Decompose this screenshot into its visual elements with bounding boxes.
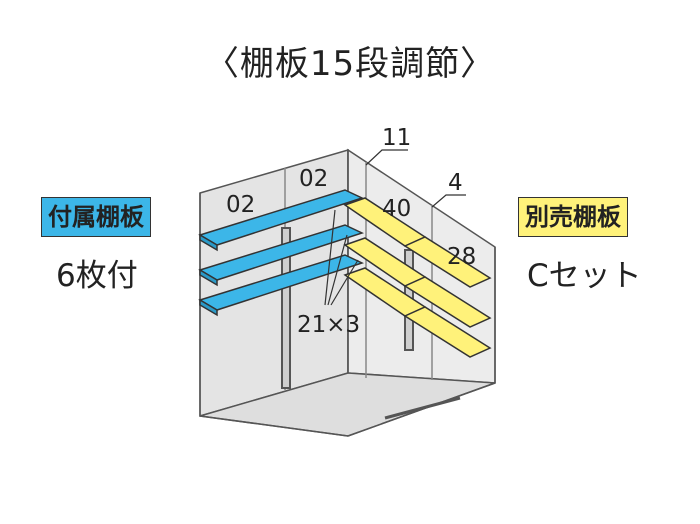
dim-label-right-shelf: 28 [447,244,476,270]
included-shelves [198,189,365,317]
dim-label-spacing: 21×3 [297,312,360,338]
yellow-shelf-2b [403,276,492,328]
dimension-leaders [324,149,466,306]
dim-label-top-left: 02 [226,192,255,218]
dim-label-top-right: 11 [382,125,411,151]
included-shelf-tag: 付属棚板 [41,197,151,237]
dim-label-right-depth: 4 [448,170,463,196]
optional-shelves [343,197,492,358]
included-shelf-count: 6枚付 [56,258,138,294]
optional-shelf-set: Cセット [527,258,642,294]
shed-walls [199,148,496,437]
dim-label-mid: 40 [382,196,411,222]
dim-label-top-mid: 02 [299,166,328,192]
yellow-shelf-1b [403,236,492,288]
optional-shelf-tag: 別売棚板 [518,197,628,237]
yellow-shelf-3b [403,306,492,358]
page-title: 〈棚板15段調節〉 [204,44,496,84]
